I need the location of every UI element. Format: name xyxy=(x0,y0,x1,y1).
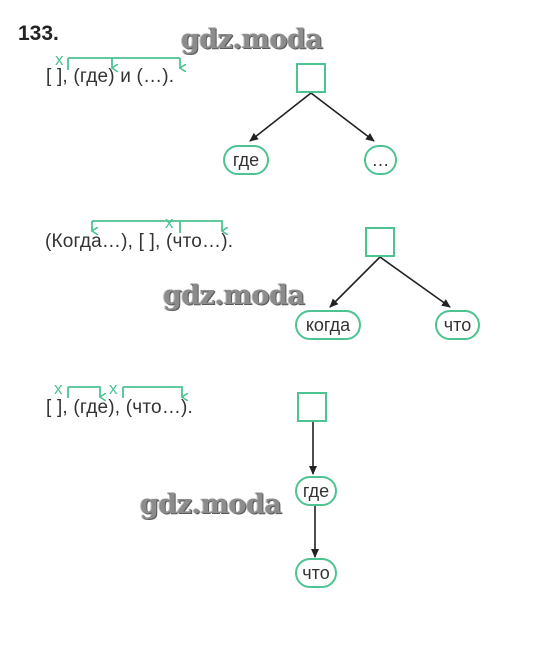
sentence-1-main-clause-box xyxy=(296,63,326,93)
watermark-bottom: gdz.moda xyxy=(140,489,282,520)
sentence-2-node-chto: что xyxy=(435,310,480,340)
exercise-number: 133. xyxy=(18,22,59,45)
sentence-2-main-clause-box xyxy=(365,227,395,257)
sentence-1-formula: [ ], (где) и (…). xyxy=(46,66,175,87)
tree-arrows-1 xyxy=(249,92,375,142)
sentence-1-node-ellipsis: … xyxy=(364,145,397,175)
sentence-3-formula: [ ], (где), (что…). xyxy=(46,397,194,418)
sentence-1-node-gde: где xyxy=(223,145,269,175)
connector-group-3 xyxy=(67,386,182,398)
connector-group-1 xyxy=(67,57,180,70)
sentence-3-mark-x-1: x xyxy=(54,379,63,398)
sentence-2-mark-x: x xyxy=(165,213,174,232)
watermark-top: gdz.moda xyxy=(181,24,323,55)
connector-group-2 xyxy=(92,220,222,233)
sentence-3-main-clause-box xyxy=(297,392,327,422)
sentence-2-node-kogda: когда xyxy=(295,310,361,340)
sentence-3-mark-x-2: x xyxy=(109,379,118,398)
sentence-3-node-chto: что xyxy=(295,558,337,588)
tree-arrows-2 xyxy=(329,256,451,308)
tree-arrows-3 xyxy=(309,421,319,558)
sentence-3-node-gde: где xyxy=(295,476,337,506)
watermark-middle: gdz.moda xyxy=(163,280,305,311)
sentence-1-mark-x: x xyxy=(55,50,64,69)
sentence-2-formula: (Когда…), [ ], (что…). xyxy=(45,231,234,252)
